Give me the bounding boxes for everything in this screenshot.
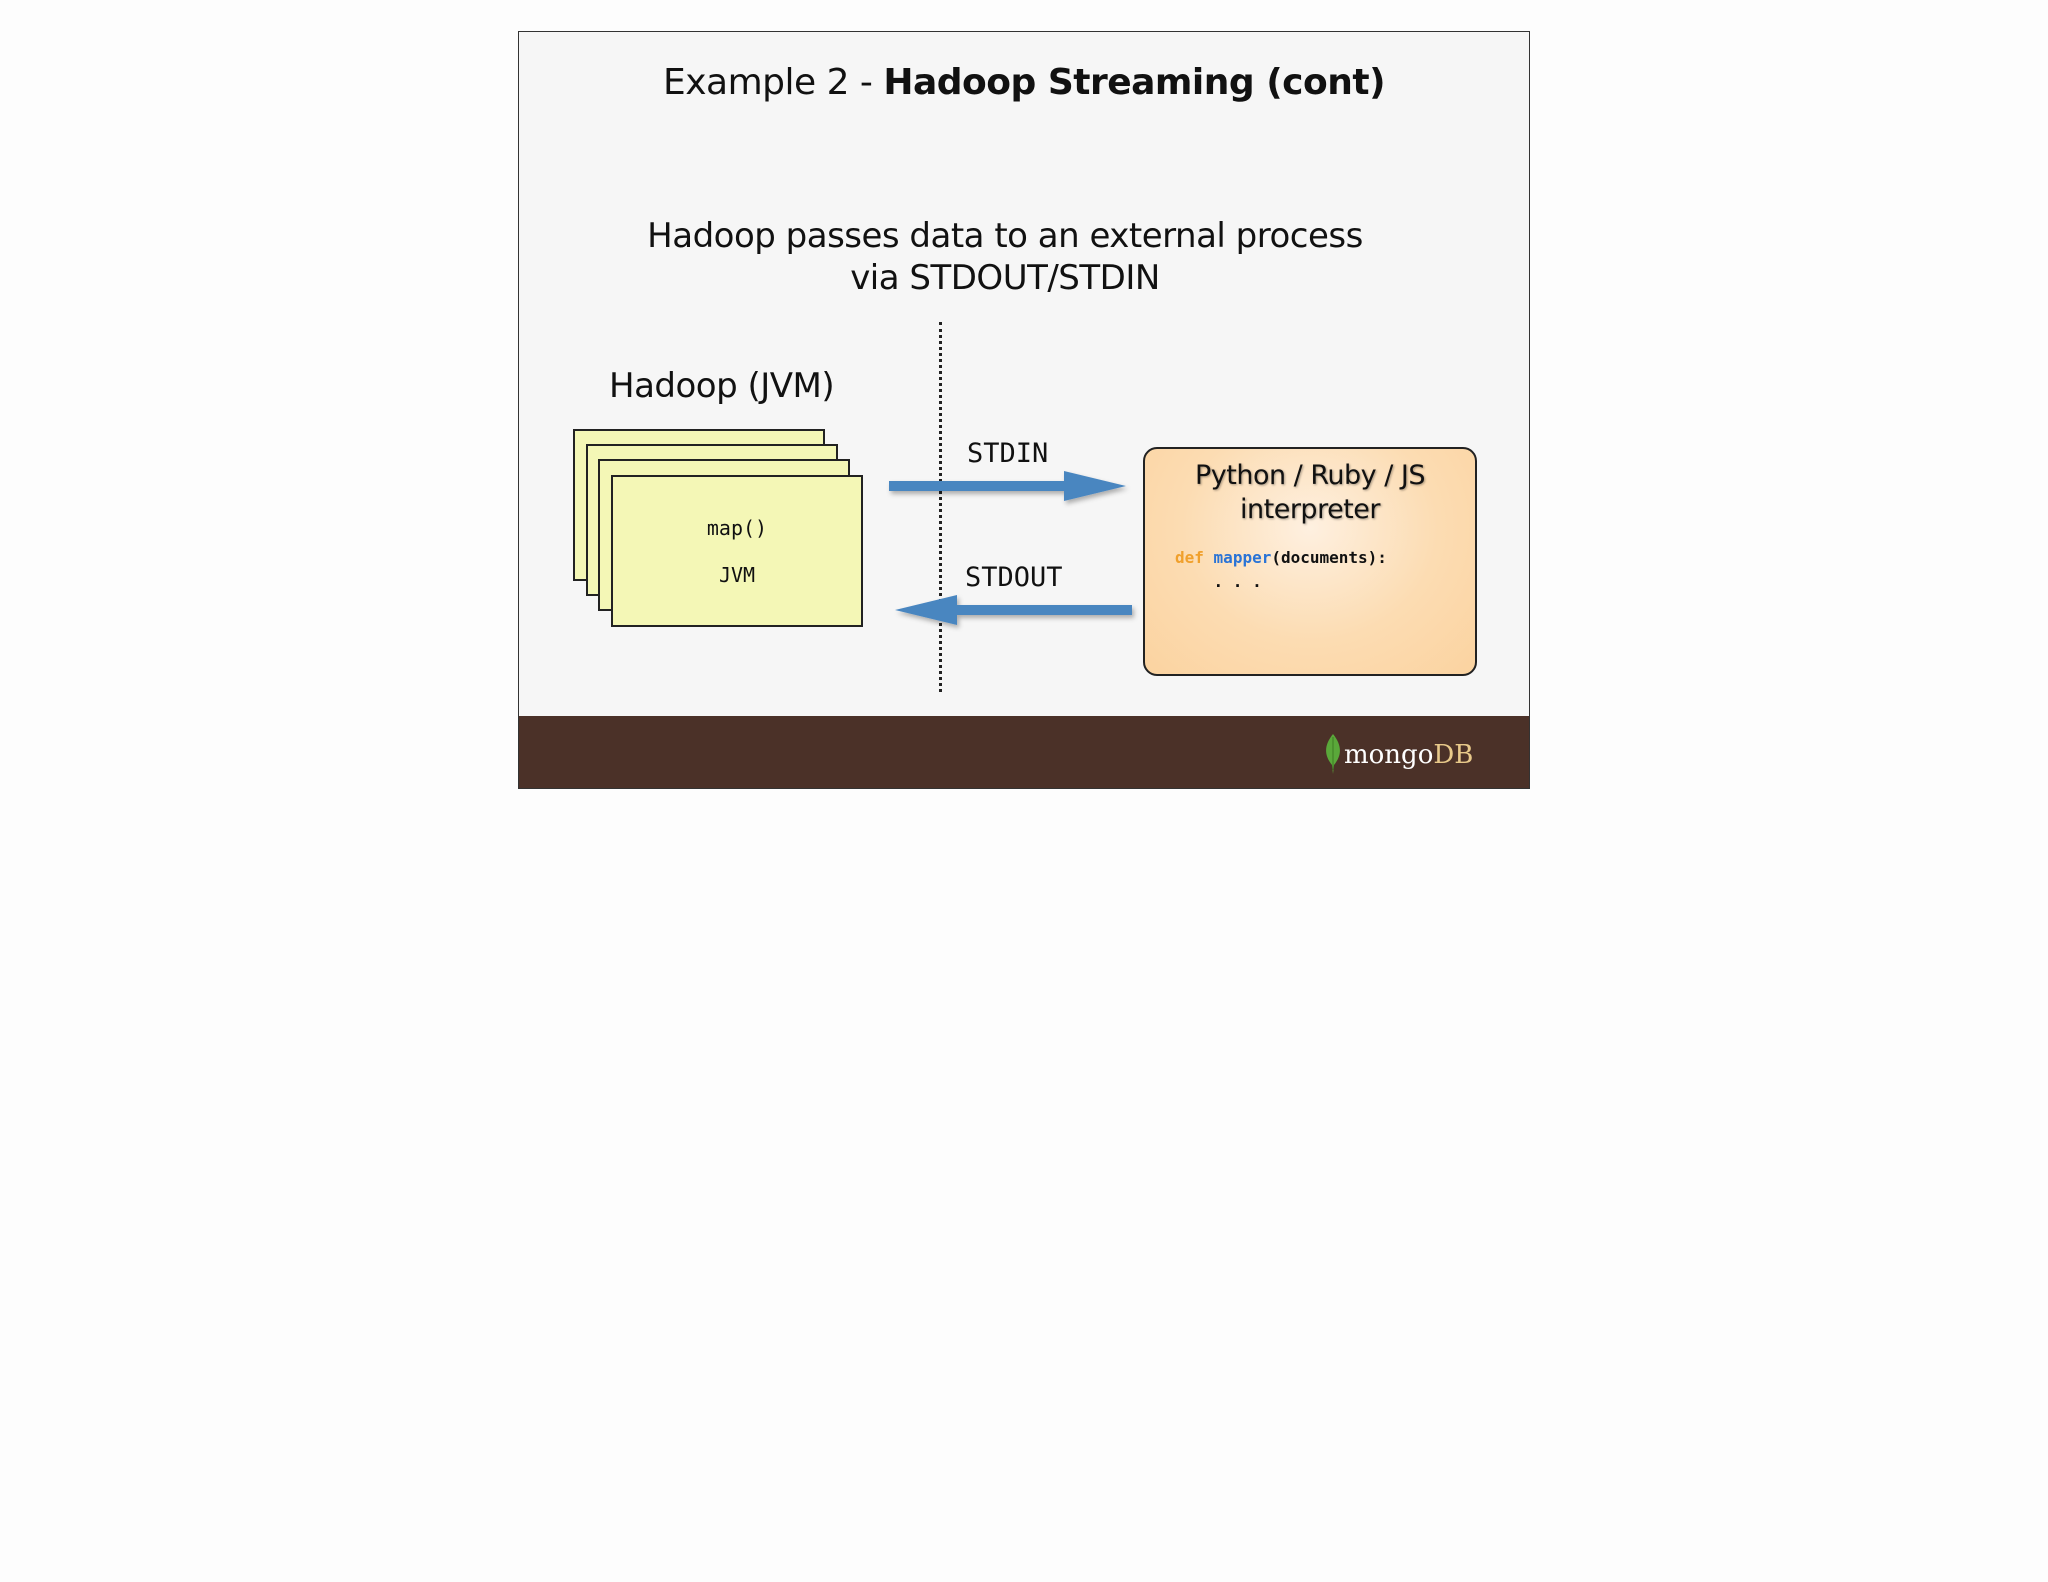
mongodb-leaf-icon xyxy=(1326,734,1340,774)
stdout-label: STDOUT xyxy=(965,562,1063,593)
code-function-name: mapper xyxy=(1213,548,1272,567)
stdin-arrow xyxy=(889,471,1126,501)
slide: Example 2 - Hadoop Streaming (cont) Hado… xyxy=(518,31,1530,789)
stdin-label: STDIN xyxy=(967,438,1049,469)
data-flow-arrows xyxy=(889,471,1132,625)
logo-db: DB xyxy=(1433,740,1474,770)
title-bold: Hadoop Streaming (cont) xyxy=(883,62,1386,103)
jvm-label: JVM xyxy=(718,563,756,587)
process-boundary-divider xyxy=(939,322,942,692)
interpreter-box: Python / Ruby / JS interpreter def mappe… xyxy=(1143,447,1477,676)
logo-mongo: mongo xyxy=(1344,740,1434,770)
code-arguments: (documents): xyxy=(1271,548,1387,567)
hadoop-jvm-label: Hadoop (JVM) xyxy=(609,366,835,406)
subtitle-line-2: via STDOUT/STDIN xyxy=(850,258,1160,298)
stdout-arrow xyxy=(895,595,1132,625)
interpreter-title-line-1: Python / Ruby / JS xyxy=(1195,460,1426,491)
slide-footer: mongoDB xyxy=(519,716,1529,788)
slide-title: Example 2 - Hadoop Streaming (cont) xyxy=(519,62,1529,103)
jvm-card-front: map() JVM xyxy=(611,475,863,627)
mongodb-wordmark: mongoDB xyxy=(1344,740,1473,770)
title-prefix: Example 2 - xyxy=(662,62,884,103)
subtitle-line-1: Hadoop passes data to an external proces… xyxy=(647,216,1363,256)
code-ellipsis: . . . xyxy=(1175,572,1262,591)
interpreter-title-line-2: interpreter xyxy=(1240,494,1380,525)
map-function-label: map() xyxy=(706,516,768,540)
mapper-code-snippet: def mapper(documents): . . . xyxy=(1175,546,1387,594)
code-keyword-def: def xyxy=(1175,548,1204,567)
